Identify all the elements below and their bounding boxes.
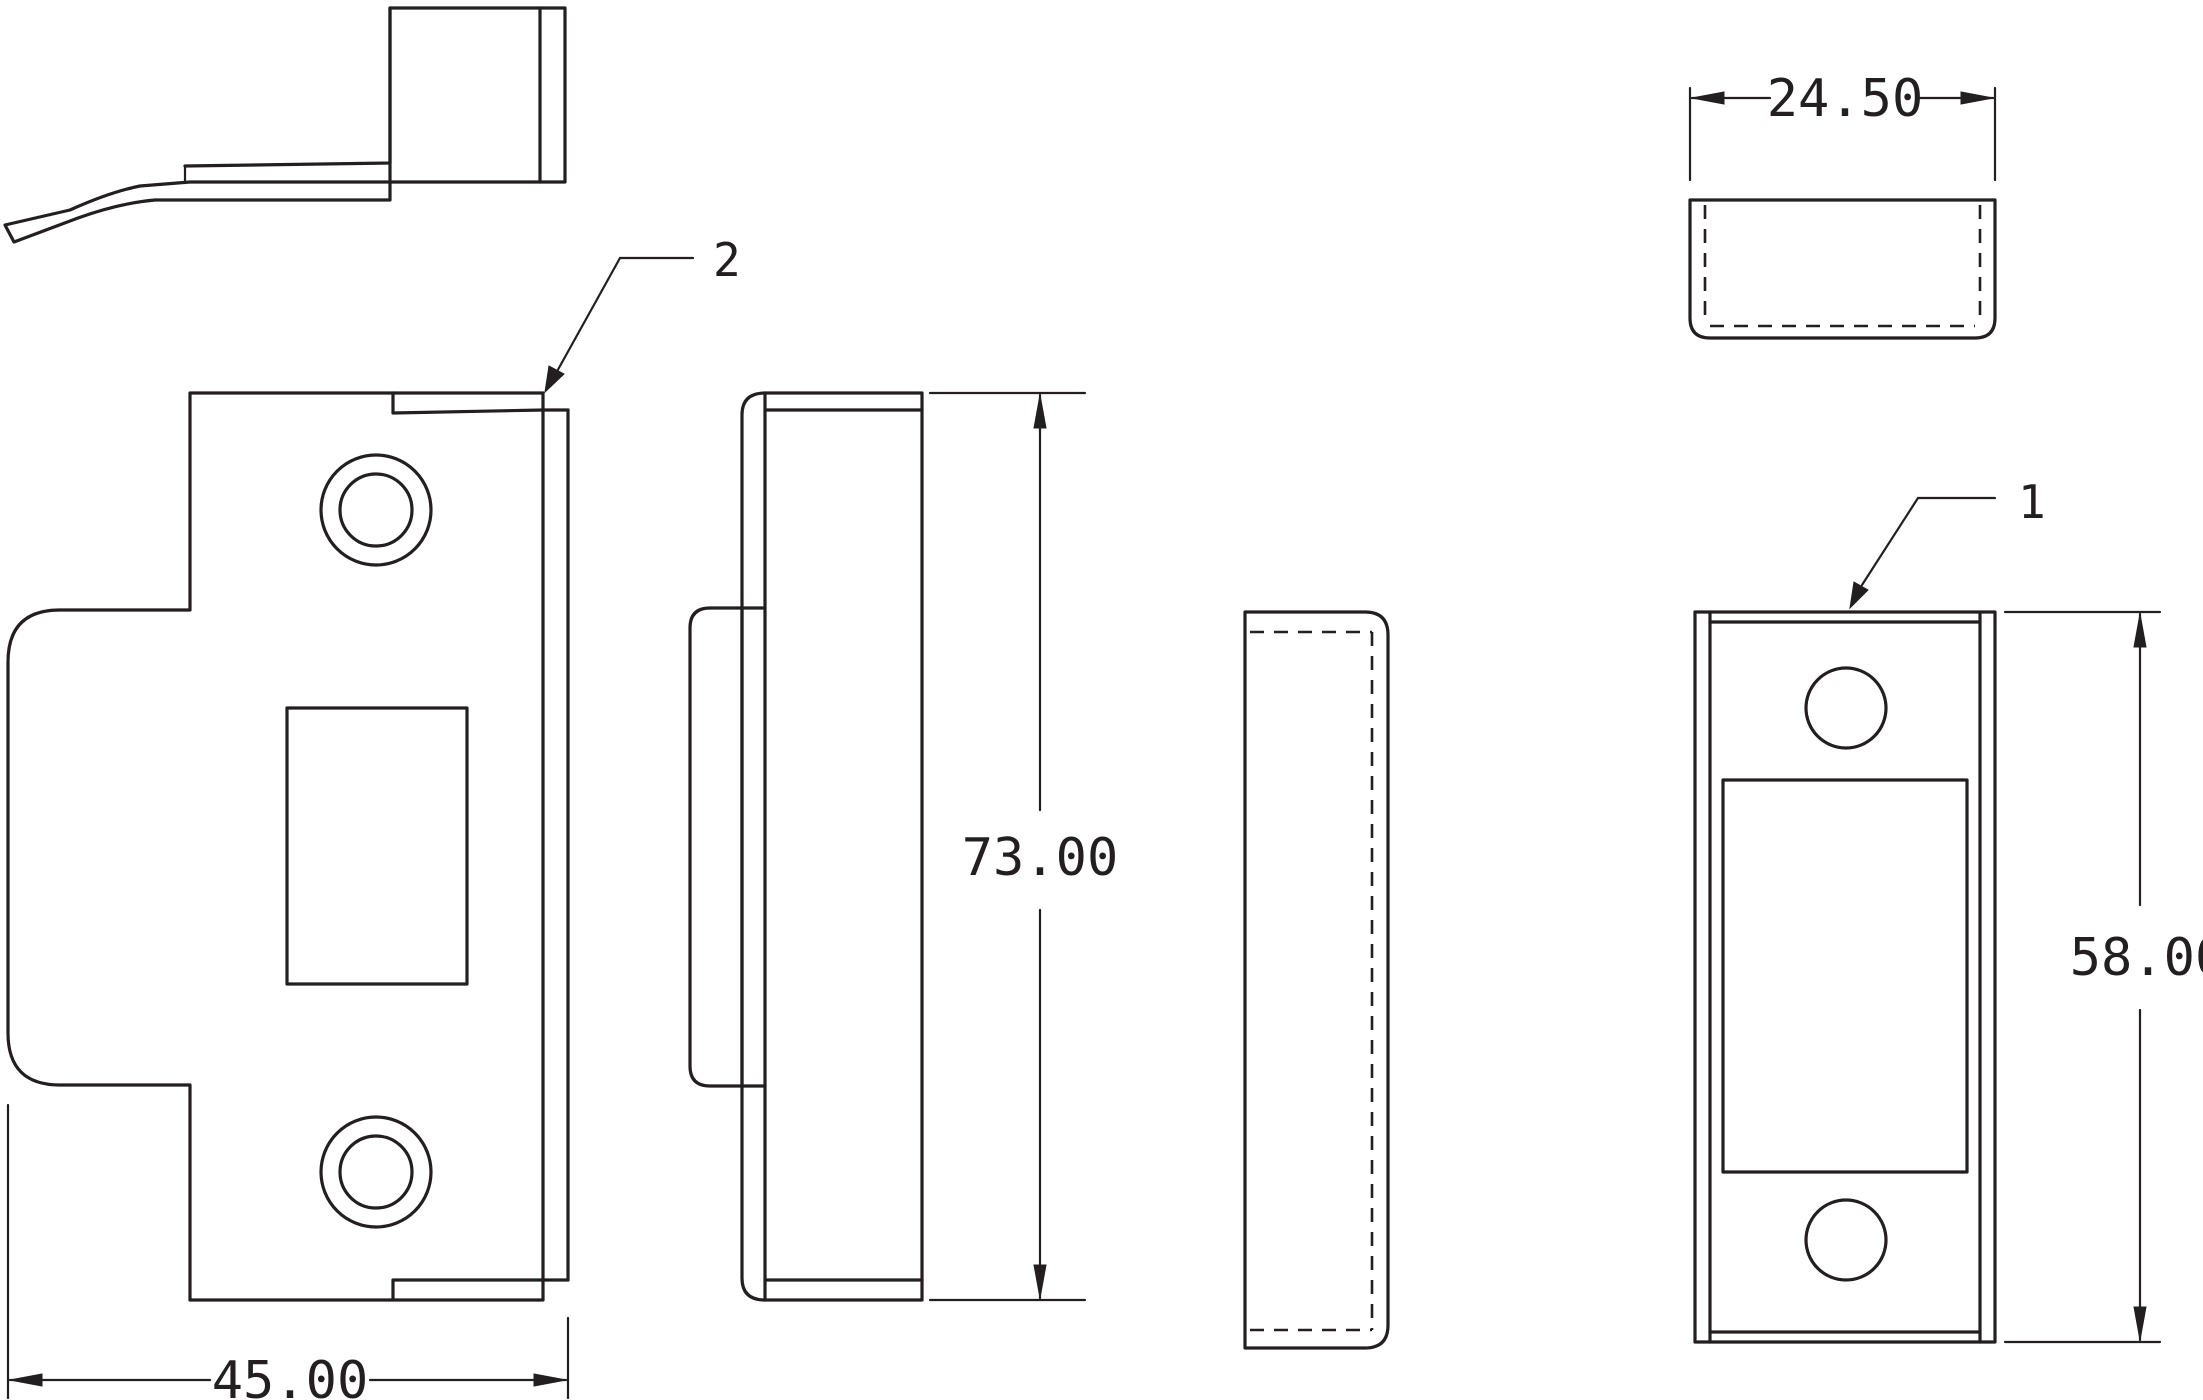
callout-1-label: 1: [2018, 475, 2046, 529]
dim-24-label: 24.50: [1767, 69, 1924, 129]
box-keep-front: [1693, 610, 1997, 1344]
keep-screw-hole-top: [1804, 666, 1888, 750]
strike-plate-front: [6, 391, 570, 1302]
dim-45-label: 45.00: [212, 1351, 369, 1400]
callout-1: 1: [1849, 475, 2046, 610]
keep-aperture: [1721, 778, 1969, 1174]
dim-keep-height: 58.00: [2003, 610, 2203, 1344]
screw-hole-top-inner: [338, 472, 414, 548]
dim-side-height: 73.00: [928, 391, 1119, 1302]
dim-keep-width: 24.50: [1688, 69, 1997, 182]
keep-screw-hole-bottom: [1804, 1198, 1888, 1282]
callout-2: 2: [544, 233, 741, 394]
dim-58-label: 58.00: [2070, 928, 2203, 988]
screw-hole-top: [319, 453, 433, 567]
strike-side-view: [688, 391, 924, 1302]
box-keep-top: [1688, 198, 1997, 340]
callout-2-label: 2: [713, 233, 741, 287]
dim-strike-width: 45.00: [6, 1103, 570, 1400]
screw-hole-bottom-inner: [338, 1134, 414, 1210]
screw-hole-bottom: [319, 1115, 433, 1229]
strike-lip-profile: [3, 6, 567, 244]
box-keep-side: [1243, 610, 1390, 1350]
dim-73-label: 73.00: [962, 828, 1119, 888]
latch-aperture: [285, 706, 469, 986]
